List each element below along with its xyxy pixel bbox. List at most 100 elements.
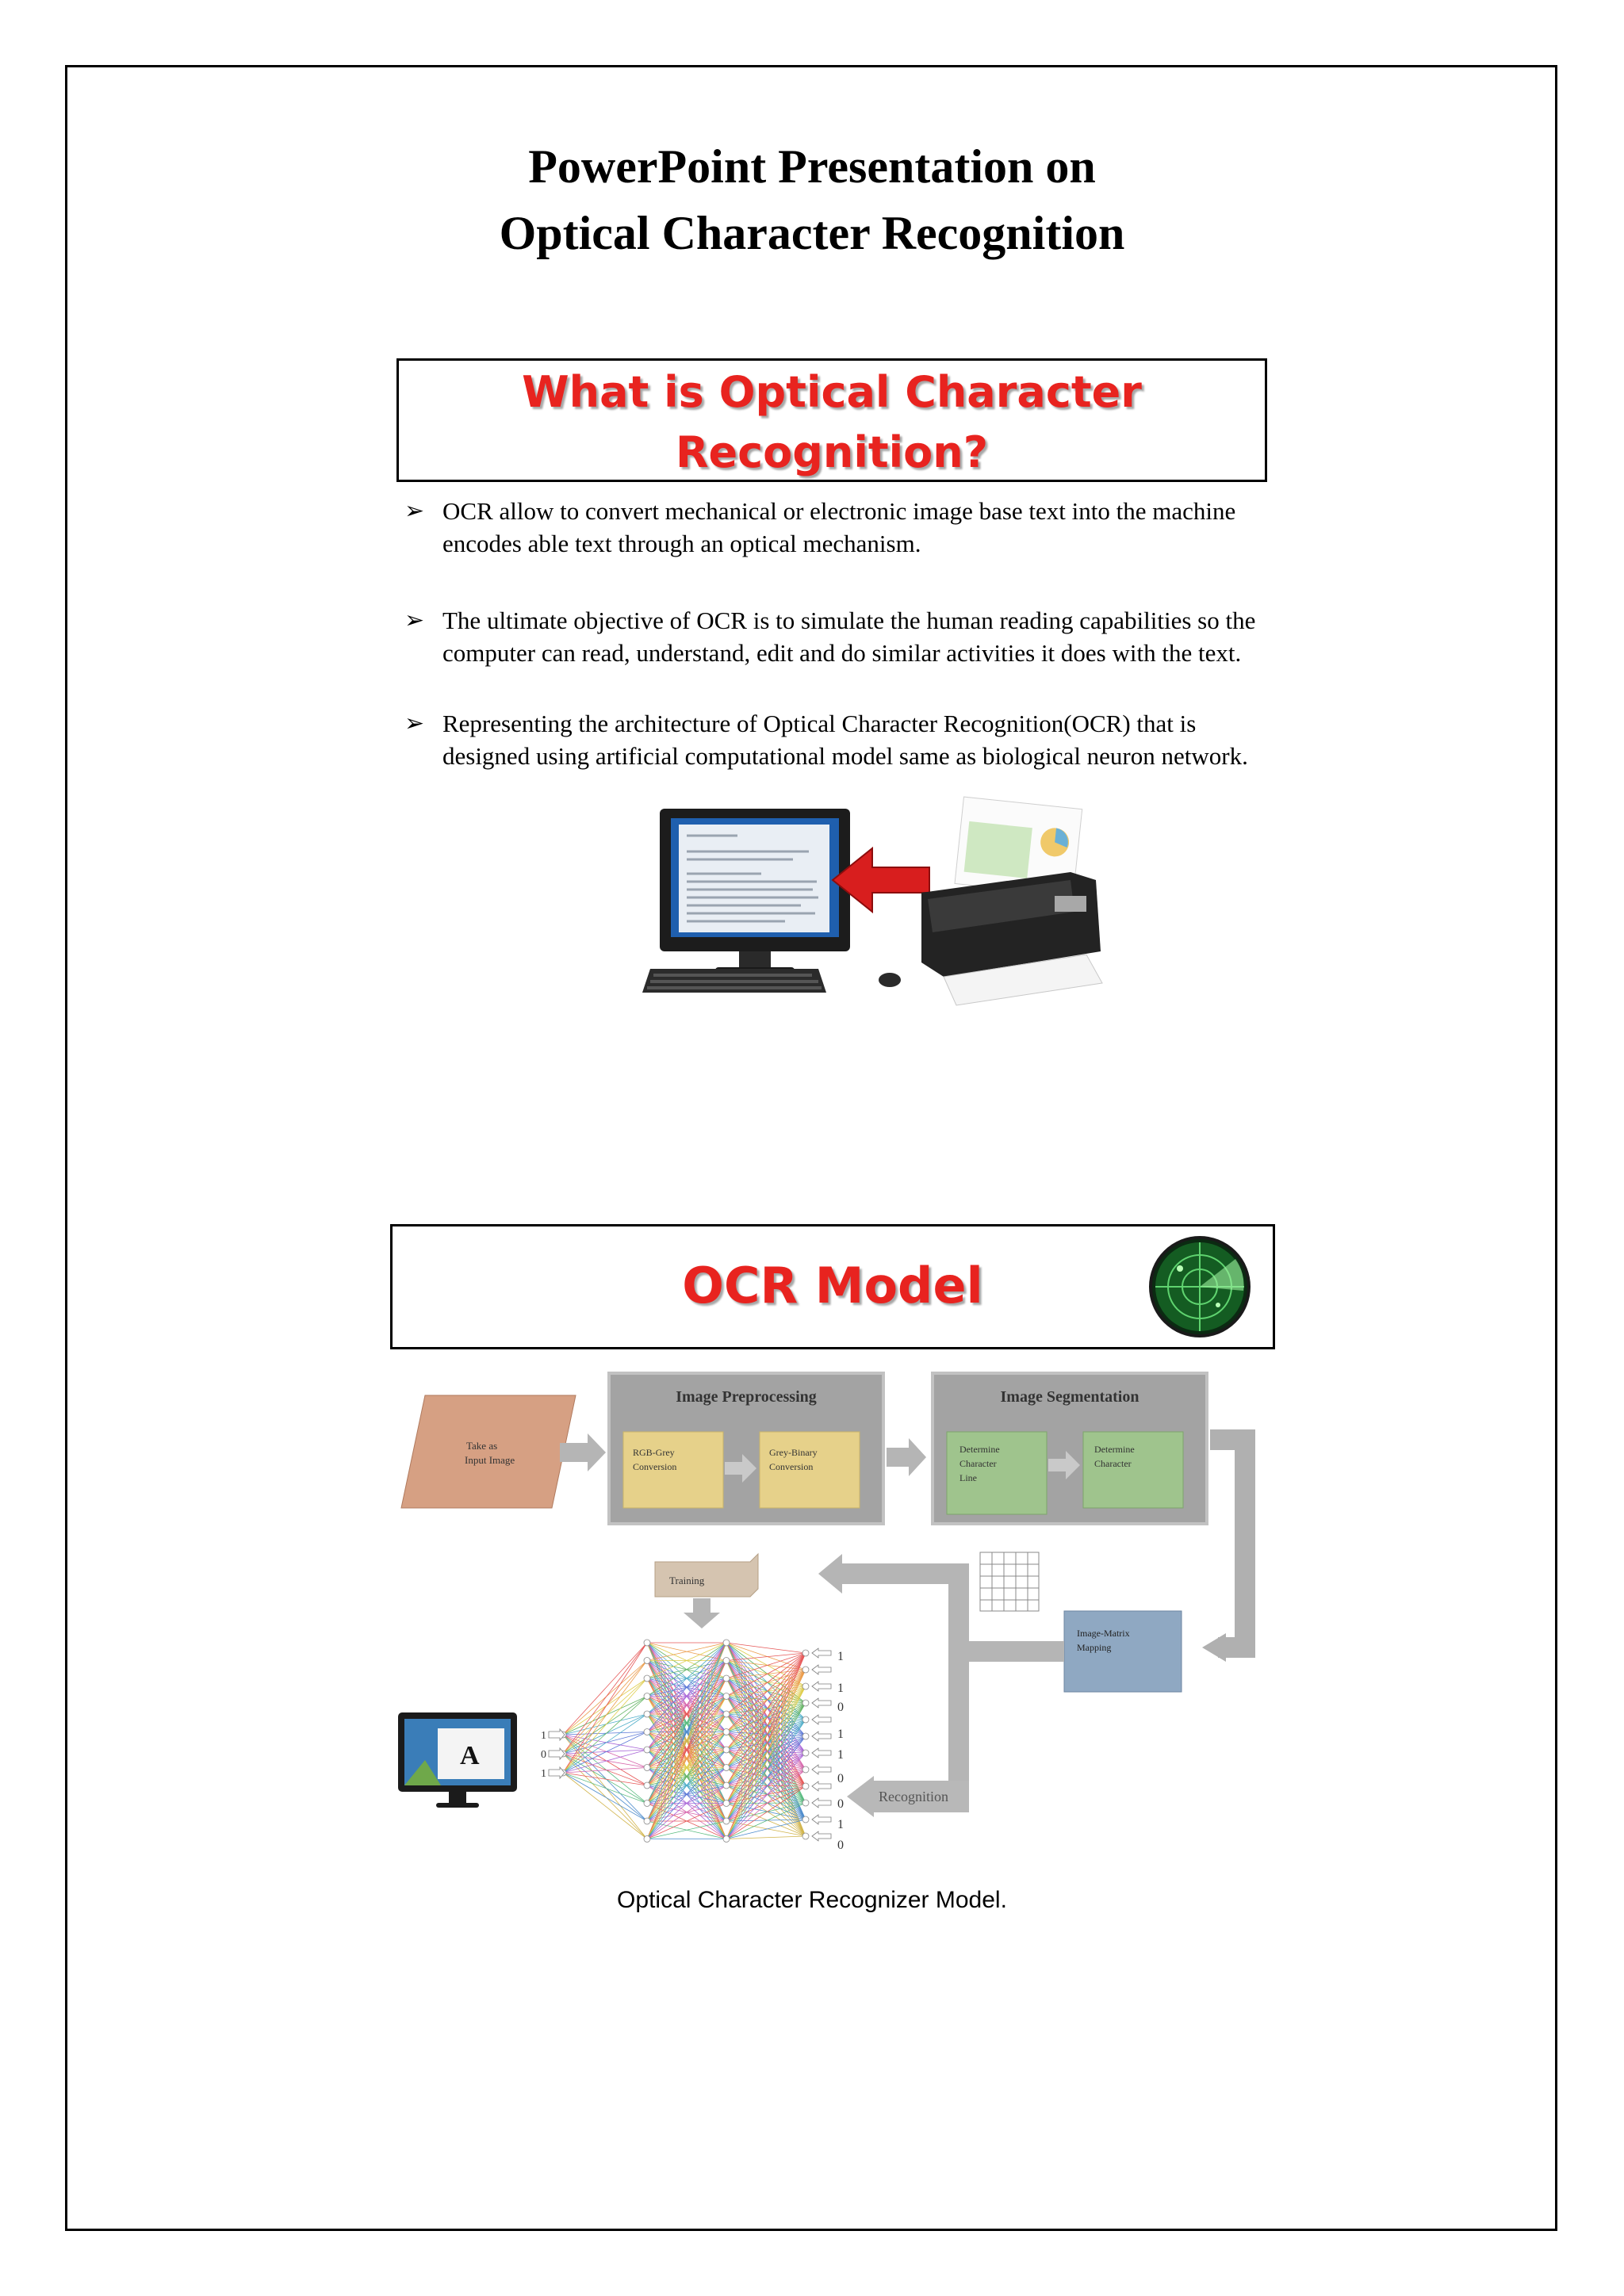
- network-node: [643, 1817, 651, 1825]
- arrow-left-icon: [847, 1776, 874, 1817]
- network-edge: [726, 1652, 806, 1661]
- network-edge: [726, 1696, 806, 1737]
- network-edge: [562, 1660, 648, 1735]
- network-edge: [726, 1803, 806, 1820]
- network-edge: [726, 1652, 806, 1822]
- network-node: [802, 1682, 810, 1690]
- network-edge: [726, 1719, 806, 1751]
- output-arrow-icon: [811, 1764, 832, 1775]
- network-edge: [562, 1660, 648, 1774]
- preprocessing-title: Image Preprocessing: [676, 1388, 817, 1406]
- network-edge: [562, 1696, 648, 1774]
- rgb-grey-label-2: Conversion: [633, 1461, 676, 1472]
- network-edge: [726, 1678, 806, 1704]
- output-arrow-icon: [811, 1814, 832, 1825]
- network-edge: [726, 1660, 806, 1820]
- network-edge: [646, 1820, 727, 1839]
- image-matrix-mapping-box: [1063, 1610, 1182, 1693]
- network-edge: [562, 1696, 648, 1735]
- network-edge: [726, 1642, 806, 1704]
- network-edge: [562, 1753, 648, 1804]
- monitor-neck: [739, 951, 771, 969]
- network-edge: [726, 1642, 806, 1670]
- network-edge: [726, 1642, 806, 1754]
- network-edge: [726, 1819, 806, 1839]
- network-node: [802, 1816, 810, 1823]
- network-edge: [646, 1785, 727, 1839]
- network-edge: [562, 1734, 648, 1839]
- network-edge: [562, 1734, 648, 1786]
- document-text-lines: [687, 834, 818, 923]
- network-edge: [562, 1660, 648, 1755]
- network-edge: [726, 1642, 806, 1737]
- network-edge: [726, 1678, 806, 1737]
- network-edge: [726, 1713, 806, 1754]
- network-edge: [726, 1642, 806, 1804]
- network-edge: [726, 1735, 806, 1822]
- network-edge: [726, 1802, 806, 1822]
- network-edge: [646, 1642, 727, 1679]
- network-edge: [562, 1734, 648, 1804]
- input-arrow-icon: [548, 1766, 565, 1780]
- output-arrow-icon: [811, 1681, 832, 1692]
- network-edge: [726, 1652, 806, 1768]
- network-edge: [726, 1669, 806, 1697]
- output-arrow-icon: [811, 1831, 832, 1842]
- training-label: Training: [669, 1575, 705, 1586]
- connector-pipe: [948, 1563, 969, 1801]
- output-bit: 1: [837, 1650, 844, 1663]
- network-edge: [562, 1642, 648, 1735]
- network-edge: [726, 1732, 806, 1770]
- network-edge: [646, 1642, 727, 1786]
- network-node: [643, 1781, 651, 1789]
- input-label-2: Input Image: [465, 1454, 515, 1466]
- output-arrow-icon: [811, 1647, 832, 1659]
- network-edge: [726, 1678, 806, 1770]
- network-edge: [646, 1749, 727, 1839]
- network-edge: [726, 1749, 806, 1837]
- network-edge: [562, 1678, 648, 1755]
- network-node: [802, 1732, 810, 1740]
- network-edge: [726, 1735, 806, 1804]
- network-node: [802, 1782, 810, 1790]
- network-edge: [726, 1702, 806, 1751]
- network-edge: [726, 1732, 806, 1737]
- arrow-left-icon: [818, 1554, 842, 1594]
- page-border: [65, 65, 1557, 2231]
- arrow-right-icon: [887, 1438, 926, 1476]
- network-edge: [726, 1713, 806, 1737]
- network-node: [643, 1693, 651, 1700]
- network-edge: [562, 1772, 648, 1786]
- network-edge: [562, 1767, 648, 1774]
- bullet-text: OCR allow to convert mechanical or elect…: [442, 497, 1236, 557]
- network-edge: [726, 1713, 806, 1820]
- arrow-right-icon: [725, 1454, 756, 1483]
- mouse: [879, 973, 901, 987]
- network-node: [722, 1817, 730, 1825]
- network-edge: [562, 1753, 648, 1786]
- network-edge: [562, 1749, 648, 1755]
- network-edge: [562, 1713, 648, 1755]
- segmentation-title: Image Segmentation: [1001, 1388, 1139, 1406]
- input-bit: 0: [541, 1749, 546, 1761]
- network-node: [722, 1674, 730, 1682]
- determine-character-box: [1082, 1431, 1184, 1509]
- network-edge: [562, 1753, 648, 1822]
- network-edge: [726, 1732, 806, 1820]
- network-node: [722, 1728, 730, 1735]
- network-edge: [562, 1772, 648, 1804]
- grey-binary-label-2: Conversion: [769, 1461, 813, 1472]
- network-edge: [726, 1752, 806, 1768]
- network-edge: [562, 1678, 648, 1735]
- bullet-item: ➢ OCR allow to convert mechanical or ele…: [404, 495, 1269, 560]
- network-edge: [562, 1734, 648, 1822]
- output-arrow-icon: [811, 1714, 832, 1725]
- network-edge: [726, 1785, 806, 1787]
- network-edge: [726, 1802, 806, 1804]
- network-edge: [726, 1652, 806, 1732]
- network-node: [802, 1699, 810, 1707]
- network-edge: [726, 1735, 806, 1786]
- network-edge: [726, 1713, 806, 1720]
- det-char-label-2: Character: [1094, 1458, 1132, 1469]
- network-node: [643, 1800, 651, 1807]
